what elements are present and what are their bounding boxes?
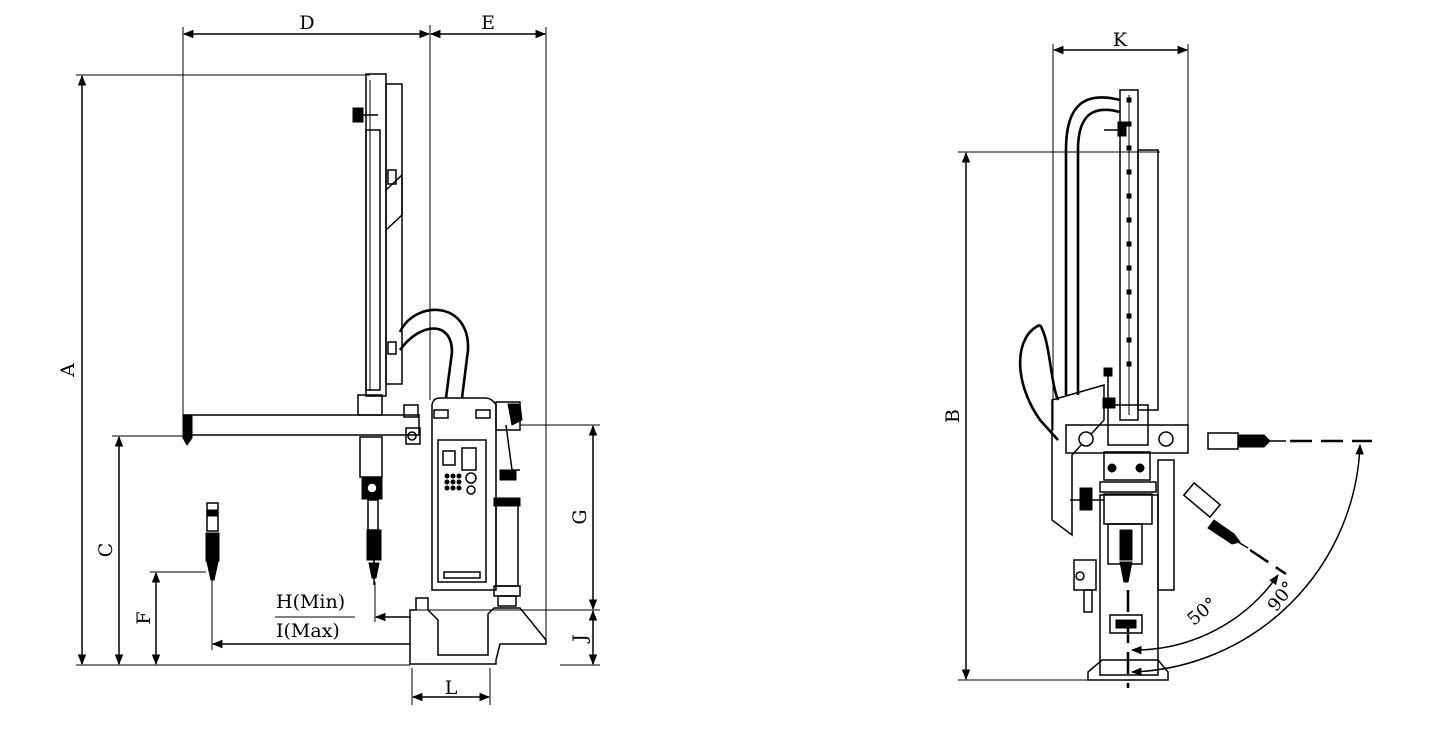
tap-holder-left xyxy=(205,502,220,581)
label-h-min: H(Min) xyxy=(276,591,345,613)
tap-holder-tilted xyxy=(1182,481,1249,549)
dimension-f: F xyxy=(133,571,206,666)
label-l: L xyxy=(445,677,458,699)
front-view: K B xyxy=(942,29,1372,688)
horizontal-arm xyxy=(182,394,421,446)
dimension-g: G xyxy=(520,424,600,611)
label-j: J xyxy=(569,634,591,644)
main-body xyxy=(431,397,497,591)
angle-label-90: 90° xyxy=(1264,578,1300,616)
dimension-b: B xyxy=(942,151,1160,681)
side-cylinder xyxy=(493,401,523,607)
dimension-d: D xyxy=(182,12,431,420)
label-c: C xyxy=(95,543,117,558)
dimension-l: L xyxy=(411,668,491,705)
dimension-a: A xyxy=(57,74,410,666)
front-column xyxy=(1102,89,1159,421)
front-hose xyxy=(1018,96,1121,441)
tapping-head-main xyxy=(359,436,383,585)
side-view: D E A C F xyxy=(57,12,600,705)
label-d: D xyxy=(299,12,314,34)
dimension-c: C xyxy=(95,435,190,666)
angle-indicators: 50° 90° xyxy=(1126,439,1372,688)
dimension-j: J xyxy=(560,609,600,666)
label-f: F xyxy=(133,611,155,624)
label-e: E xyxy=(481,12,495,34)
tap-holder-horizontal xyxy=(1207,432,1286,450)
label-i-max: I(Max) xyxy=(276,620,340,642)
label-b: B xyxy=(942,409,964,423)
keypad-dots xyxy=(444,473,462,491)
column-holes xyxy=(1126,97,1132,367)
hose xyxy=(398,308,470,399)
angle-label-50: 50° xyxy=(1183,593,1221,630)
base-plate xyxy=(409,597,547,665)
dimension-e: E xyxy=(429,12,547,640)
dimension-k: K xyxy=(1052,29,1189,430)
label-a: A xyxy=(57,363,79,378)
vertical-arm xyxy=(352,73,403,397)
label-g: G xyxy=(569,509,591,524)
dimension-h-i: H(Min) I(Max) xyxy=(211,580,411,650)
label-k: K xyxy=(1113,29,1128,51)
front-body xyxy=(1051,384,1189,583)
